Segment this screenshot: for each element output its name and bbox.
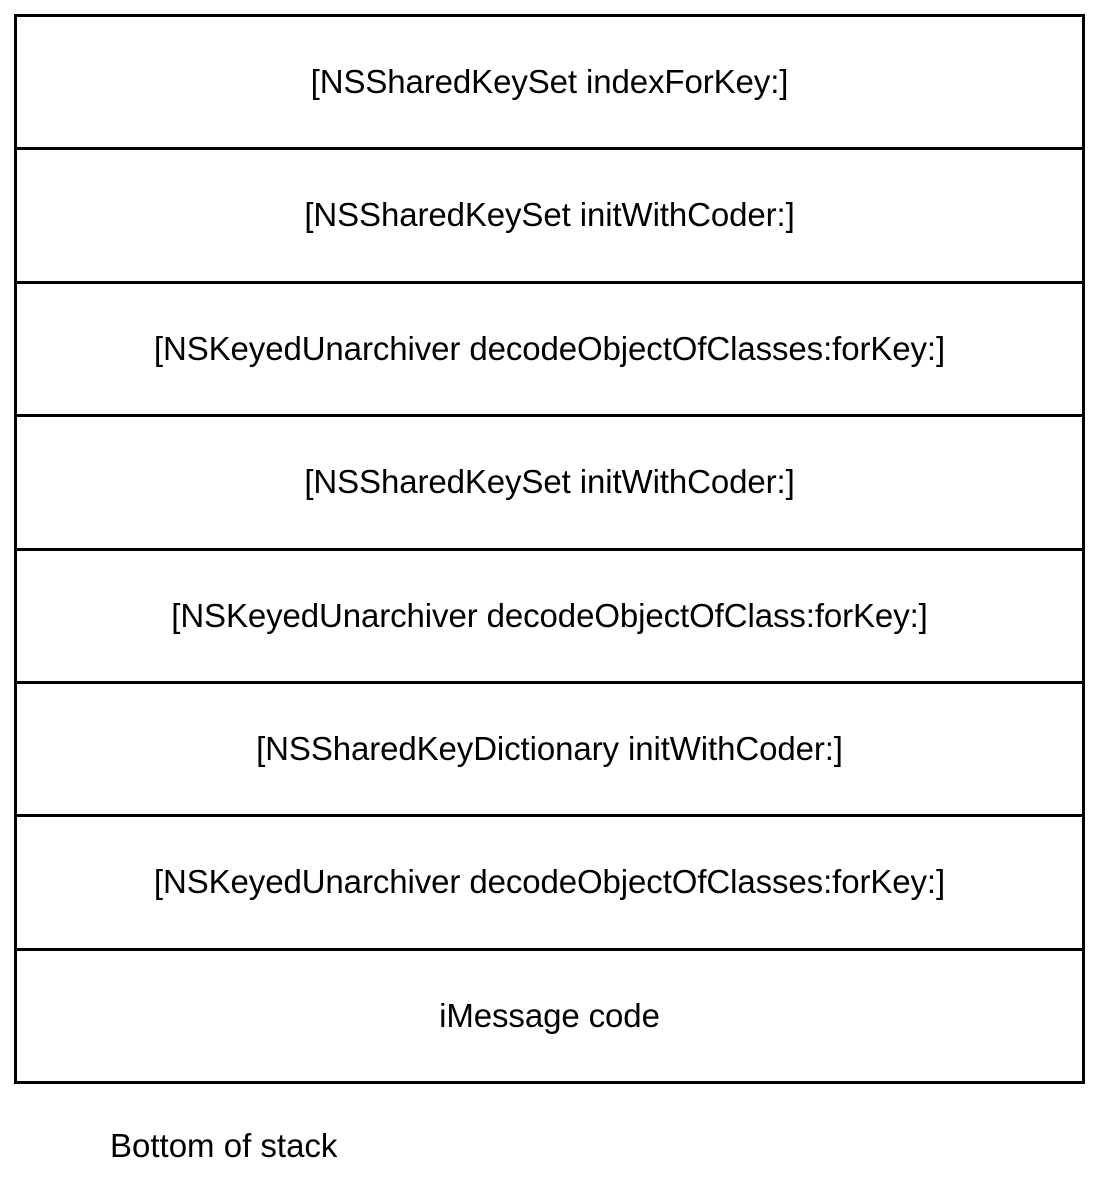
stack-frame-label: [NSKeyedUnarchiver decodeObjectOfClasses…: [153, 329, 946, 367]
stack-frame-label: [NSKeyedUnarchiver decodeObjectOfClasses…: [153, 863, 946, 901]
stack-frame-label: iMessage code: [439, 996, 660, 1034]
bottom-of-stack-caption: Bottom of stack: [110, 1127, 338, 1164]
stack-frame-label: [NSSharedKeySet initWithCoder:]: [304, 196, 795, 234]
stack-frame: iMessage code: [17, 950, 1082, 1081]
stack-frame: [NSSharedKeyDictionary initWithCoder:]: [17, 683, 1082, 818]
stack-frame-label: [NSSharedKeySet initWithCoder:]: [304, 463, 795, 501]
stack-frame: [NSKeyedUnarchiver decodeObjectOfClasses…: [17, 817, 1082, 951]
stack-frame: [NSKeyedUnarchiver decodeObjectOfClass:f…: [17, 550, 1082, 684]
stack-frame-label: [NSSharedKeyDictionary initWithCoder:]: [256, 729, 843, 767]
stack-frame: [NSSharedKeySet initWithCoder:]: [17, 417, 1082, 551]
stack-frame: [NSSharedKeySet indexForKey:]: [17, 17, 1082, 151]
stack-frame: [NSKeyedUnarchiver decodeObjectOfClasses…: [17, 283, 1082, 418]
call-stack-diagram: [NSSharedKeySet indexForKey:] [NSSharedK…: [14, 14, 1085, 1084]
stack-frame-label: [NSKeyedUnarchiver decodeObjectOfClass:f…: [171, 596, 928, 634]
stack-frame-label: [NSSharedKeySet indexForKey:]: [310, 63, 789, 101]
stack-frame: [NSSharedKeySet initWithCoder:]: [17, 150, 1082, 284]
